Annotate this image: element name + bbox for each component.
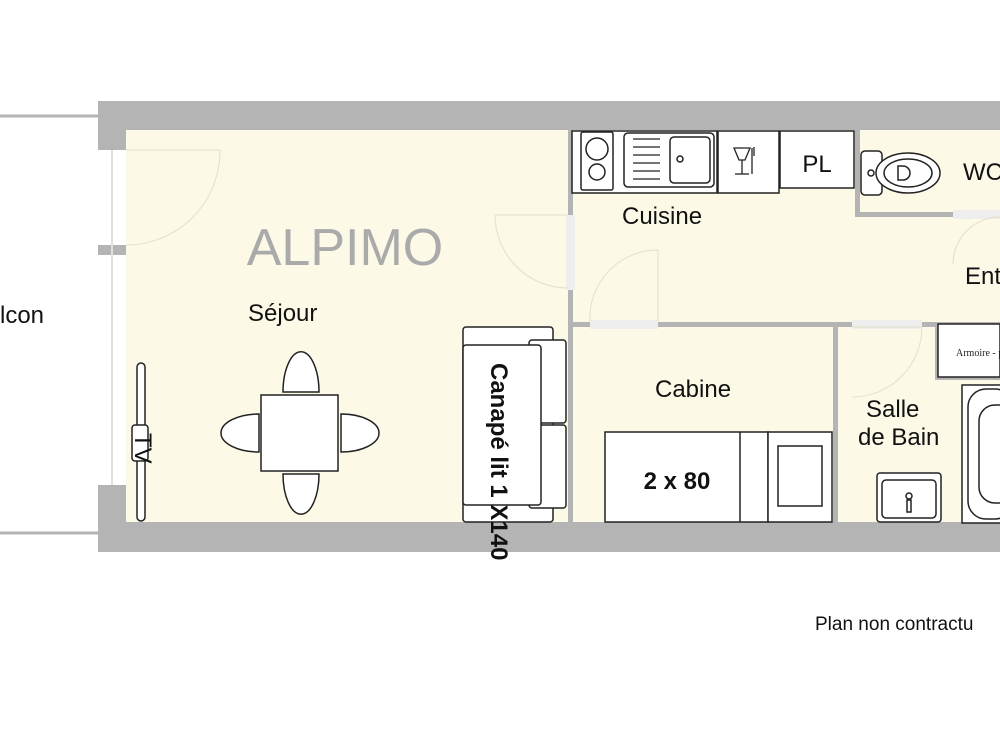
washbasin-icon — [876, 472, 942, 523]
glass-fork-icon — [733, 147, 755, 175]
door-opening — [953, 210, 1000, 219]
sofa-bed: Canapé lit 1 X140 — [462, 326, 567, 560]
dining-table — [220, 351, 380, 515]
toilet-icon — [860, 150, 941, 196]
floors — [126, 130, 1000, 522]
bed-label: 2 x 80 — [644, 468, 711, 495]
bathtub — [961, 384, 1000, 524]
pl-cabinet — [779, 130, 855, 189]
armoire — [937, 323, 1000, 378]
bed: 2 x 80 — [604, 431, 769, 523]
room-label-sejour: Séjour — [248, 300, 317, 327]
room-label-cuisine: Cuisine — [622, 203, 702, 230]
door-opening — [566, 215, 575, 290]
room-label-sdb: Salle — [866, 396, 919, 423]
door-opening — [852, 320, 922, 329]
floor-entree — [855, 217, 1000, 322]
room-label-balcon: lcon — [0, 302, 44, 329]
disclaimer: Plan non contractu — [815, 614, 973, 635]
room-label-wc: WC — [963, 159, 1000, 186]
sofa-label: Canapé lit 1 X140 — [485, 363, 512, 560]
room-label-cabine: Cabine — [655, 376, 731, 403]
tv-unit: TV — [129, 362, 156, 522]
tv-label: TV — [129, 433, 156, 464]
watermark-logo: ALPIMO — [247, 219, 444, 277]
door-opening — [590, 320, 658, 329]
pl-label: PL — [802, 151, 831, 178]
room-label-entree: Ent — [965, 263, 1000, 290]
room-label-sdb-2: de Bain — [858, 424, 939, 451]
armoire-label: Armoire - p — [956, 348, 1000, 359]
dishwasher-box — [717, 130, 780, 194]
